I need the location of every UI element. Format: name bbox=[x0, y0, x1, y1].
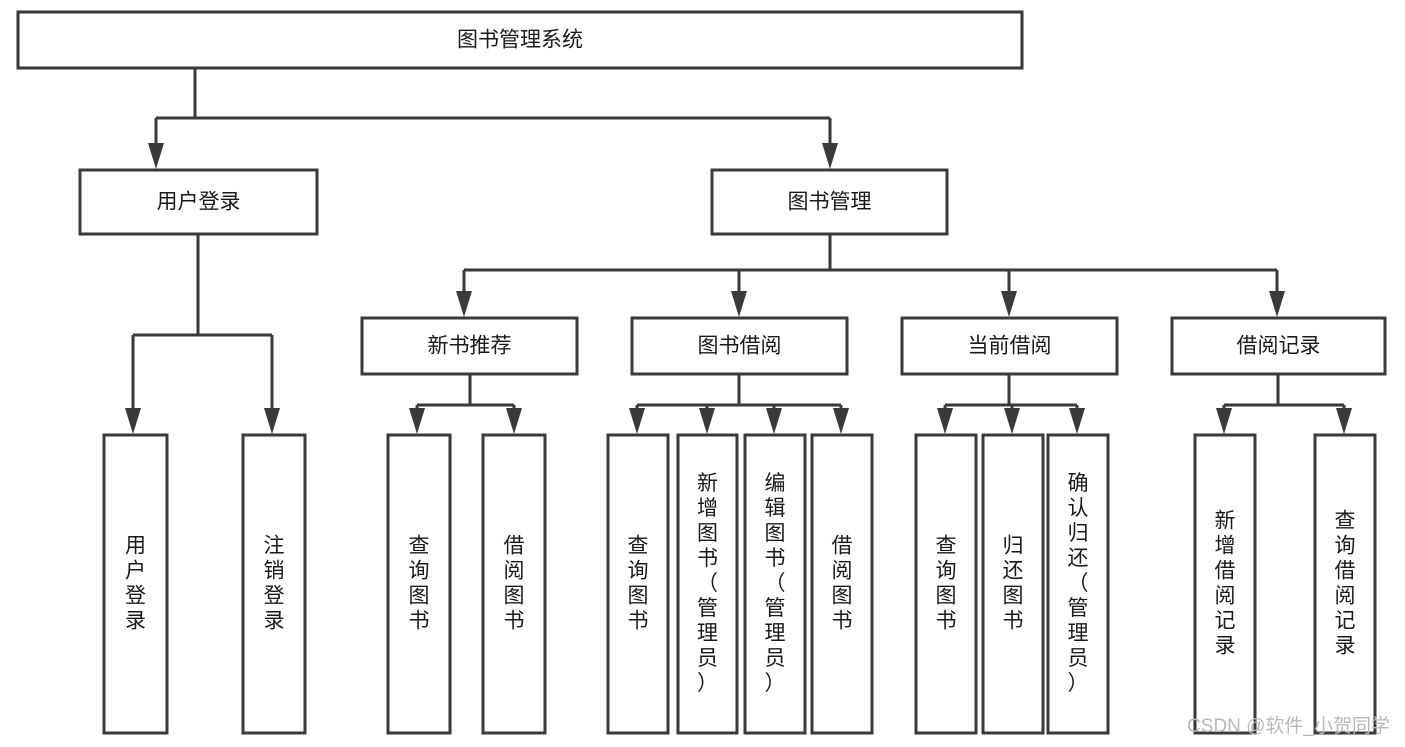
node-label-leaf-query-book-c: 查询图书 bbox=[936, 534, 957, 632]
node-rect-leaf-borrow-book-b[interactable] bbox=[810, 433, 874, 735]
node-label-borrow-record: 借阅记录 bbox=[1237, 335, 1321, 358]
watermark-label: CSDN @软件_小贺同学 bbox=[1187, 715, 1390, 737]
connector-book_borrow-to-leaves bbox=[629, 374, 849, 434]
node-rect-leaf-borrow-book-a[interactable] bbox=[481, 433, 547, 735]
node-label-leaf-add-record: 新增借阅记录 bbox=[1215, 509, 1236, 657]
node-leaf-return-book[interactable]: 归还图书 bbox=[981, 433, 1045, 735]
node-leaf-add-record[interactable]: 新增借阅记录 bbox=[1193, 433, 1257, 735]
node-rect-leaf-user-login[interactable] bbox=[102, 433, 169, 735]
node-layer: 图书管理系统用户登录图书管理新书推荐图书借阅当前借阅借阅记录用户登录注销登录查询… bbox=[16, 10, 1387, 735]
node-rect-new-book-rec[interactable] bbox=[360, 316, 579, 376]
connector-borrow_record-to-leaves bbox=[1216, 374, 1352, 434]
connector-current_borrow-to-leaves bbox=[937, 374, 1085, 434]
node-label-leaf-borrow-book-b: 借阅图书 bbox=[832, 534, 853, 632]
node-label-user-login: 用户登录 bbox=[157, 191, 241, 214]
node-rect-book-borrow[interactable] bbox=[630, 316, 849, 376]
node-rect-leaf-confirm-return[interactable] bbox=[1046, 433, 1110, 735]
node-current-borrow[interactable]: 当前借阅 bbox=[900, 316, 1119, 376]
node-borrow-record[interactable]: 借阅记录 bbox=[1170, 316, 1387, 376]
node-user-login[interactable]: 用户登录 bbox=[78, 168, 319, 236]
node-rect-current-borrow[interactable] bbox=[900, 316, 1119, 376]
node-label-leaf-add-book: 新增图书（管理员） bbox=[697, 472, 718, 695]
connector-user_login-to-leaves bbox=[125, 234, 280, 434]
node-label-leaf-borrow-book-a: 借阅图书 bbox=[504, 534, 525, 632]
connector-book_manage-to-level3 bbox=[456, 234, 1285, 317]
node-label-leaf-query-book-a: 查询图书 bbox=[409, 534, 430, 632]
node-leaf-query-record[interactable]: 查询借阅记录 bbox=[1313, 433, 1377, 735]
node-rect-borrow-record[interactable] bbox=[1170, 316, 1387, 376]
node-rect-leaf-return-book[interactable] bbox=[981, 433, 1045, 735]
node-rect-root[interactable] bbox=[16, 10, 1024, 70]
node-leaf-user-login[interactable]: 用户登录 bbox=[102, 433, 169, 735]
node-leaf-logout[interactable]: 注销登录 bbox=[241, 433, 307, 735]
node-root[interactable]: 图书管理系统 bbox=[16, 10, 1024, 70]
node-label-book-manage: 图书管理 bbox=[788, 191, 872, 214]
node-label-leaf-query-record: 查询借阅记录 bbox=[1335, 509, 1356, 657]
node-leaf-edit-book[interactable]: 编辑图书（管理员） bbox=[743, 433, 807, 735]
node-rect-leaf-add-record[interactable] bbox=[1193, 433, 1257, 735]
node-label-root: 图书管理系统 bbox=[457, 29, 583, 52]
node-rect-leaf-add-book[interactable] bbox=[676, 433, 739, 735]
node-rect-leaf-query-book-b[interactable] bbox=[606, 433, 670, 735]
node-leaf-query-book-b[interactable]: 查询图书 bbox=[606, 433, 670, 735]
node-rect-leaf-query-book-a[interactable] bbox=[386, 433, 452, 735]
node-label-leaf-return-book: 归还图书 bbox=[1003, 534, 1024, 632]
node-rect-leaf-edit-book[interactable] bbox=[743, 433, 807, 735]
node-rect-leaf-logout[interactable] bbox=[241, 433, 307, 735]
node-rect-book-manage[interactable] bbox=[710, 168, 949, 236]
node-label-new-book-rec: 新书推荐 bbox=[428, 335, 512, 358]
node-rect-leaf-query-record[interactable] bbox=[1313, 433, 1377, 735]
node-rect-leaf-query-book-c[interactable] bbox=[914, 433, 978, 735]
node-book-borrow[interactable]: 图书借阅 bbox=[630, 316, 849, 376]
node-new-book-rec[interactable]: 新书推荐 bbox=[360, 316, 579, 376]
node-leaf-add-book[interactable]: 新增图书（管理员） bbox=[676, 433, 739, 735]
node-leaf-query-book-c[interactable]: 查询图书 bbox=[914, 433, 978, 735]
node-rect-user-login[interactable] bbox=[78, 168, 319, 236]
node-label-leaf-edit-book: 编辑图书（管理员） bbox=[765, 472, 786, 695]
connector-root-to-level2 bbox=[148, 68, 838, 169]
node-label-leaf-query-book-b: 查询图书 bbox=[628, 534, 649, 632]
connector-layer bbox=[125, 68, 1352, 434]
node-leaf-query-book-a[interactable]: 查询图书 bbox=[386, 433, 452, 735]
node-leaf-borrow-book-b[interactable]: 借阅图书 bbox=[810, 433, 874, 735]
node-label-leaf-user-login: 用户登录 bbox=[125, 534, 146, 632]
node-label-current-borrow: 当前借阅 bbox=[968, 335, 1052, 358]
node-label-book-borrow: 图书借阅 bbox=[698, 335, 782, 358]
node-book-manage[interactable]: 图书管理 bbox=[710, 168, 949, 236]
node-label-leaf-logout: 注销登录 bbox=[264, 534, 285, 632]
node-leaf-borrow-book-a[interactable]: 借阅图书 bbox=[481, 433, 547, 735]
node-label-leaf-confirm-return: 确认归还（管理员） bbox=[1068, 472, 1089, 695]
connector-new_book_rec-to-leaves bbox=[409, 374, 522, 434]
node-leaf-confirm-return[interactable]: 确认归还（管理员） bbox=[1046, 433, 1110, 735]
